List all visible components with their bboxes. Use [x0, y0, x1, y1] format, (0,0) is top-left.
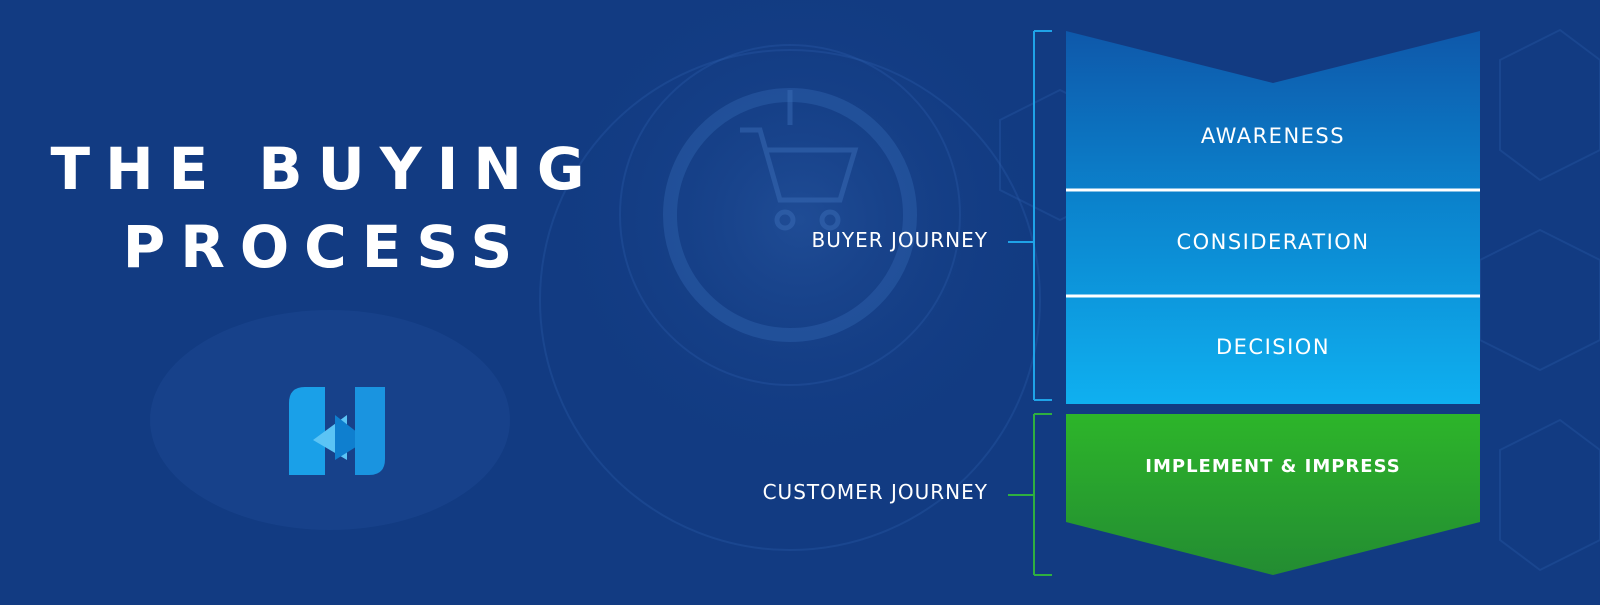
customer-journey-stage [1066, 414, 1480, 575]
stage-awareness: AWARENESS [1066, 124, 1480, 148]
stage-implement-impress: IMPLEMENT & IMPRESS [1066, 456, 1480, 477]
stage-decision: DECISION [1066, 335, 1480, 359]
customer-journey-bracket [1008, 414, 1052, 575]
stage-consideration: CONSIDERATION [1066, 230, 1480, 254]
buyer-journey-bracket [1008, 31, 1052, 400]
